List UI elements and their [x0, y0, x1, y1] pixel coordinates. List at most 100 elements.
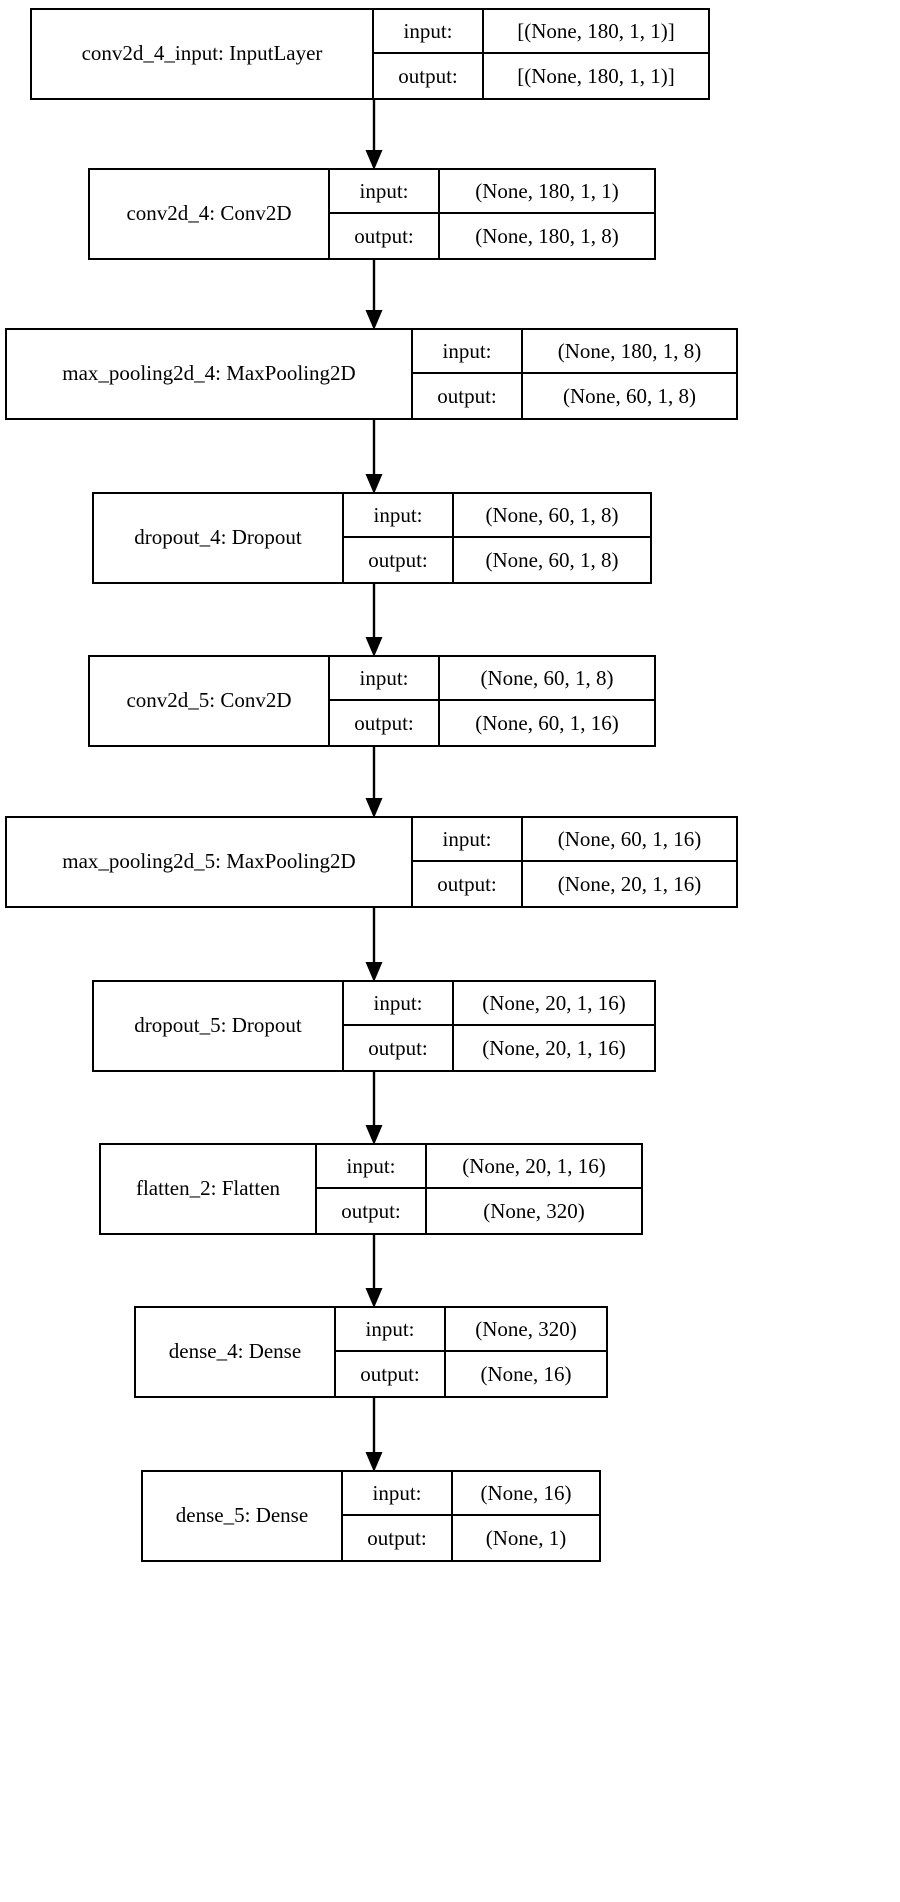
- layer-output-row-dropout_4: output: (None, 60, 1, 8): [344, 538, 650, 582]
- layer-input-key-conv2d_4_input: input:: [374, 10, 484, 52]
- layer-input-key-dense_4: input:: [336, 1308, 446, 1350]
- layer-input-shape-dropout_5: (None, 20, 1, 16): [482, 990, 626, 1015]
- layer-input-key-dropout_5: input:: [344, 982, 454, 1024]
- edge-arrow-max_pooling2d_5-to-dropout_5: [365, 908, 383, 982]
- layer-output-row-conv2d_5: output: (None, 60, 1, 16): [330, 701, 654, 745]
- layer-shape-table-conv2d_4: input: (None, 180, 1, 1) output: (None, 180…: [330, 170, 654, 258]
- layer-input-shape-flatten_2: (None, 20, 1, 16): [462, 1153, 606, 1178]
- layer-label-dropout_5: dropout_5: Dropout: [94, 982, 344, 1070]
- layer-input-row-flatten_2: input: (None, 20, 1, 16): [317, 1145, 641, 1189]
- layer-output-shape-conv2d_4: (None, 180, 1, 8): [475, 223, 619, 248]
- edge-arrow-conv2d_4_input-to-conv2d_4: [365, 100, 383, 170]
- layer-output-key-conv2d_4_input: output:: [374, 54, 484, 98]
- layer-label-conv2d_5: conv2d_5: Conv2D: [90, 657, 330, 745]
- layer-shape-table-dropout_5: input: (None, 20, 1, 16) output: (None, 20,…: [344, 982, 654, 1070]
- layer-input-row-conv2d_4_input: input: [(None, 180, 1, 1)]: [374, 10, 708, 54]
- layer-output-key-max_pooling2d_4: output:: [413, 374, 523, 418]
- layer-output-row-conv2d_4_input: output: [(None, 180, 1, 1)]: [374, 54, 708, 98]
- layer-output-row-dense_5: output: (None, 1): [343, 1516, 599, 1560]
- edge-arrow-dropout_4-to-conv2d_5: [365, 584, 383, 657]
- layer-output-shape-conv2d_5: (None, 60, 1, 16): [475, 710, 619, 735]
- layer-output-row-max_pooling2d_5: output: (None, 20, 1, 16): [413, 862, 736, 906]
- layer-output-shape-dropout_5: (None, 20, 1, 16): [482, 1035, 626, 1060]
- layer-label-conv2d_4: conv2d_4: Conv2D: [90, 170, 330, 258]
- layer-input-row-dense_5: input: (None, 16): [343, 1472, 599, 1516]
- layer-shape-table-dense_5: input: (None, 16) output: (None, 1): [343, 1472, 599, 1560]
- layer-input-shape-max_pooling2d_4: (None, 180, 1, 8): [557, 338, 702, 363]
- layer-output-row-max_pooling2d_4: output: (None, 60, 1, 8): [413, 374, 736, 418]
- layer-output-shape-conv2d_4_input: [(None, 180, 1, 1)]: [517, 63, 675, 88]
- edge-arrow-dropout_5-to-flatten_2: [365, 1072, 383, 1145]
- layer-output-row-dropout_5: output: (None, 20, 1, 16): [344, 1026, 654, 1070]
- layer-input-row-conv2d_5: input: (None, 60, 1, 8): [330, 657, 654, 701]
- layer-input-key-conv2d_4: input:: [330, 170, 440, 212]
- layer-shape-table-flatten_2: input: (None, 20, 1, 16) output: (None, 320…: [317, 1145, 641, 1233]
- layer-label-dense_5: dense_5: Dense: [143, 1472, 343, 1560]
- layer-input-key-dense_5: input:: [343, 1472, 453, 1514]
- layer-input-shape-conv2d_5: (None, 60, 1, 8): [480, 665, 614, 690]
- layer-input-row-dense_4: input: (None, 320): [336, 1308, 606, 1352]
- layer-input-row-conv2d_4: input: (None, 180, 1, 1): [330, 170, 654, 214]
- layer-output-key-max_pooling2d_5: output:: [413, 862, 523, 906]
- layer-output-key-conv2d_4: output:: [330, 214, 440, 258]
- layer-label-dropout_4: dropout_4: Dropout: [94, 494, 344, 582]
- layer-output-shape-max_pooling2d_4: (None, 60, 1, 8): [563, 383, 696, 408]
- layer-output-shape-dense_5: (None, 1): [485, 1525, 567, 1550]
- layer-output-key-dense_5: output:: [343, 1516, 453, 1560]
- layer-input-shape-dropout_4: (None, 60, 1, 8): [485, 502, 619, 527]
- layer-input-key-flatten_2: input:: [317, 1145, 427, 1187]
- layer-label-dense_4: dense_4: Dense: [136, 1308, 336, 1396]
- layer-input-row-dropout_4: input: (None, 60, 1, 8): [344, 494, 650, 538]
- layer-output-key-dropout_5: output:: [344, 1026, 454, 1070]
- layer-output-shape-max_pooling2d_5: (None, 20, 1, 16): [557, 871, 702, 896]
- layer-output-row-dense_4: output: (None, 16): [336, 1352, 606, 1396]
- layer-output-shape-flatten_2: (None, 320): [483, 1198, 585, 1223]
- layer-input-key-conv2d_5: input:: [330, 657, 440, 699]
- layer-output-key-dropout_4: output:: [344, 538, 454, 582]
- layer-shape-table-conv2d_5: input: (None, 60, 1, 8) output: (None, 60, …: [330, 657, 654, 745]
- layer-output-key-dense_4: output:: [336, 1352, 446, 1396]
- layer-input-key-max_pooling2d_4: input:: [413, 330, 523, 372]
- layer-shape-table-conv2d_4_input: input: [(None, 180, 1, 1)] output: [(None, …: [374, 10, 708, 98]
- layer-shape-table-dropout_4: input: (None, 60, 1, 8) output: (None, 60, …: [344, 494, 650, 582]
- layer-label-max_pooling2d_5: max_pooling2d_5: MaxPooling2D: [7, 818, 413, 906]
- edge-arrow-max_pooling2d_4-to-dropout_4: [365, 420, 383, 494]
- edge-arrow-conv2d_4-to-max_pooling2d_4: [365, 260, 383, 330]
- layer-input-shape-conv2d_4_input: [(None, 180, 1, 1)]: [517, 18, 675, 43]
- layer-input-shape-conv2d_4: (None, 180, 1, 1): [475, 178, 619, 203]
- layer-shape-table-max_pooling2d_4: input: (None, 180, 1, 8) output: (None, 60,…: [413, 330, 736, 418]
- layer-shape-table-max_pooling2d_5: input: (None, 60, 1, 16) output: (None, 20,…: [413, 818, 736, 906]
- layer-output-key-flatten_2: output:: [317, 1189, 427, 1233]
- layer-input-key-dropout_4: input:: [344, 494, 454, 536]
- layer-input-shape-dense_4: (None, 320): [475, 1316, 577, 1341]
- layer-shape-table-dense_4: input: (None, 320) output: (None, 16): [336, 1308, 606, 1396]
- layer-output-row-conv2d_4: output: (None, 180, 1, 8): [330, 214, 654, 258]
- layer-input-row-dropout_5: input: (None, 20, 1, 16): [344, 982, 654, 1026]
- layer-label-max_pooling2d_4: max_pooling2d_4: MaxPooling2D: [7, 330, 413, 418]
- edge-arrow-dense_4-to-dense_5: [365, 1398, 383, 1472]
- layer-input-key-max_pooling2d_5: input:: [413, 818, 523, 860]
- layer-input-shape-max_pooling2d_5: (None, 60, 1, 16): [557, 826, 702, 851]
- layer-output-shape-dropout_4: (None, 60, 1, 8): [485, 547, 619, 572]
- layer-label-flatten_2: flatten_2: Flatten: [101, 1145, 317, 1233]
- layer-output-row-flatten_2: output: (None, 320): [317, 1189, 641, 1233]
- layer-input-shape-dense_5: (None, 16): [480, 1480, 572, 1505]
- layer-output-key-conv2d_5: output:: [330, 701, 440, 745]
- layer-label-conv2d_4_input: conv2d_4_input: InputLayer: [32, 10, 374, 98]
- edge-arrow-conv2d_5-to-max_pooling2d_5: [365, 747, 383, 818]
- edge-arrow-flatten_2-to-dense_4: [365, 1235, 383, 1308]
- layer-input-row-max_pooling2d_5: input: (None, 60, 1, 16): [413, 818, 736, 862]
- layer-output-shape-dense_4: (None, 16): [480, 1361, 572, 1386]
